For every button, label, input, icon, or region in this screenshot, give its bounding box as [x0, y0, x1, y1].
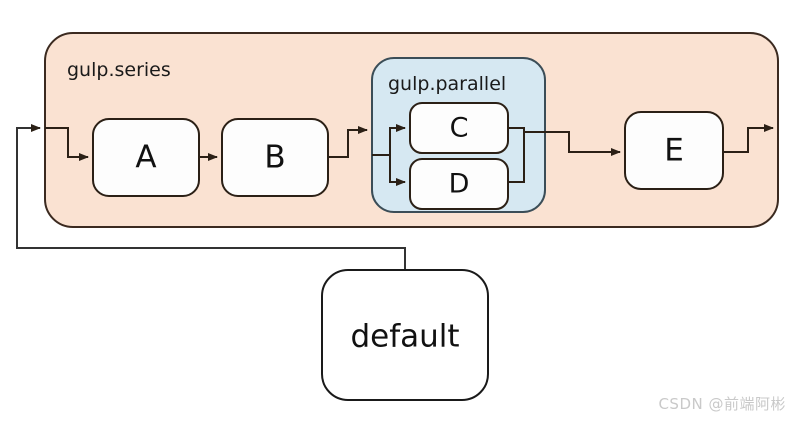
edge-d-merge-path [508, 131, 545, 183]
edge-parallel-to-c-path [372, 124, 406, 156]
node-a-box[interactable] [92, 118, 200, 197]
edge-parallel-branches [372, 124, 406, 186]
edge-b-parallel-path [328, 126, 368, 158]
node-a[interactable]: A [92, 118, 200, 197]
edge-e-exit-path [723, 124, 774, 153]
node-d-box[interactable] [409, 158, 509, 210]
node-e-box[interactable] [624, 111, 724, 190]
gulp-series-label: gulp.series [67, 59, 171, 81]
node-default-box[interactable] [321, 269, 489, 401]
node-a-label: A [135, 140, 156, 176]
edge-series-entry-to-a [45, 127, 89, 161]
node-e[interactable]: E [624, 111, 724, 190]
edge-e-to-series-exit [723, 124, 774, 153]
node-d[interactable]: D [409, 158, 509, 210]
edge-c-merge-path [508, 127, 525, 132]
edge-cd-merge [508, 127, 545, 183]
node-c-box[interactable] [409, 102, 509, 154]
edge-default-entry-path [16, 124, 406, 270]
node-c-label: C [450, 113, 469, 144]
edge-parallel-to-d-path [389, 155, 406, 186]
edge-parallel-to-e [545, 131, 621, 156]
csdn-watermark: CSDN @前端阿彬 [658, 395, 786, 413]
node-b-box[interactable] [221, 118, 329, 197]
gulp-parallel-label: gulp.parallel [388, 73, 506, 95]
node-default-label: default [350, 319, 459, 355]
edge-default-to-series [16, 124, 406, 270]
node-b[interactable]: B [221, 118, 329, 197]
node-default[interactable]: default [321, 269, 489, 401]
edge-b-to-parallel [328, 126, 368, 158]
node-d-label: D [449, 169, 470, 200]
node-e-label: E [664, 133, 684, 169]
node-c[interactable]: C [409, 102, 509, 154]
node-b-label: B [264, 140, 285, 176]
edge-entry-a-path [45, 127, 89, 161]
edge-parallel-e-path [545, 131, 621, 156]
